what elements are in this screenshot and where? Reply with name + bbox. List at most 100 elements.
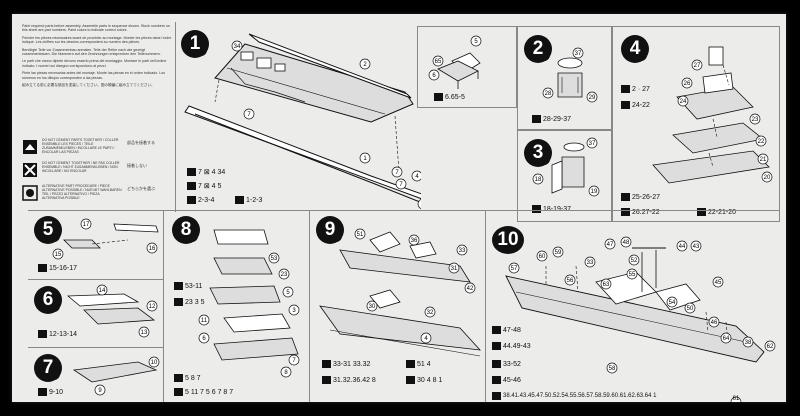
step-4-badge: 4: [621, 35, 649, 63]
intro-text: Paint required parts before assembly. As…: [22, 24, 172, 90]
callout-label: 21: [760, 157, 767, 163]
step-7-badge: 7: [34, 354, 62, 382]
callout-label: 38: [745, 340, 752, 346]
parts-list: 22-21-20: [697, 208, 736, 216]
step-8-badge: 8: [172, 216, 200, 244]
step-6-badge: 6: [34, 286, 62, 314]
callout-label: 14: [99, 288, 106, 294]
step-9-panel: 9 51 36 33 31 42 32 30 4 33-31 33.: [310, 210, 486, 402]
callout-label: 43: [693, 244, 700, 250]
callout-label: 22: [758, 139, 765, 145]
callout-label: 28: [545, 91, 552, 97]
callout-label: 11: [201, 318, 208, 324]
parts-list: 9-10: [38, 388, 63, 396]
forward-deck-drawing: 51 36 33 31 42 32 30 4: [319, 228, 482, 357]
step-1-badge: 1: [181, 30, 209, 58]
step-5-badge: 5: [34, 216, 62, 244]
instruction-sheet: Paint required parts before assembly. As…: [12, 14, 786, 402]
parts-list: 12-13-14: [38, 330, 77, 338]
symbol-legend: DO NOT CEMENT PARTS TOGETHER / COLLER EN…: [22, 138, 172, 207]
callout-label: 62: [767, 344, 774, 350]
callout-label: 53: [271, 256, 278, 262]
callout-label: 42: [467, 286, 474, 292]
callout-label: 47: [607, 242, 614, 248]
parts-list: 47-48: [492, 326, 521, 334]
callout-label: 61: [733, 396, 740, 402]
callout-label: 1: [363, 156, 367, 162]
step-10-panel: 10 57 60 59 47 48 44 43: [486, 222, 780, 402]
callout-label: 6: [432, 73, 436, 79]
step-10-badge: 10: [492, 226, 524, 254]
intro-line: Benötigte Teile vor Zusammenbau anmalen.…: [22, 47, 161, 57]
parts-list: 53-11: [174, 282, 202, 290]
callout-label: 6: [202, 336, 206, 342]
parts-list: 45-46: [492, 376, 521, 384]
callout-label: 24: [680, 99, 687, 105]
gun-deck-drawing: 14 12 13: [66, 284, 158, 338]
parts-list: 5 8 7: [174, 374, 201, 382]
legend-row: DO NOT CEMENT PARTS TOGETHER / COLLER EN…: [22, 138, 172, 158]
step-2-badge: 2: [524, 35, 552, 63]
callout-label: 46: [711, 320, 718, 326]
no-cement-icon: [23, 163, 37, 177]
callout-label: 23: [281, 272, 288, 278]
hull-drawing: 34 2 1 4 3 7 7 7: [184, 33, 421, 209]
callout-label: 52: [631, 258, 638, 264]
callout-label: 7: [395, 170, 399, 176]
step-1-panel: 1 34 2 1: [175, 22, 421, 214]
bridge-drawing: 37 28 29: [542, 47, 598, 103]
parts-list: 51 4: [406, 360, 431, 368]
callout-label: 19: [591, 189, 598, 195]
parts-list: 25-26-27: [621, 193, 660, 201]
callout-label: 29: [589, 95, 596, 101]
step-9-badge: 9: [316, 216, 344, 244]
callout-label: 8: [284, 370, 288, 376]
callout-label: 51: [357, 232, 364, 238]
parts-list: 5 11 7 5 6 7 8 7: [174, 388, 233, 396]
funnel-drawing: 5 65 6: [428, 35, 482, 89]
legend-jp: どちらかを選ぶ: [127, 186, 155, 191]
callout-label: 44: [679, 244, 686, 250]
cement-icon: [23, 140, 37, 154]
legend-text: DO NOT CEMENT TOGETHER / NE PAS COLLER E…: [42, 161, 120, 173]
step-3-badge: 3: [524, 139, 552, 167]
callout-label: 64: [723, 336, 730, 342]
parts-list: 44.49-43: [492, 342, 531, 350]
divider: [28, 210, 780, 211]
step-8-panel: 8 53 23 5 3 11 6 7 8 53-11 23 3 5: [164, 210, 310, 402]
parts-list: 33-31 33.32: [322, 360, 370, 368]
callout-label: 56: [567, 278, 574, 284]
callout-label: 45: [715, 280, 722, 286]
callout-label: 27: [694, 63, 701, 69]
tower-drawing: 37 18 19: [532, 137, 600, 197]
callout-label: 33: [587, 260, 594, 266]
step-5-panel: 5 17 15 16 15-16-17: [28, 210, 164, 280]
legend-jp: 部品を接着する: [127, 140, 155, 145]
parts-list: 23 3 5: [174, 298, 204, 306]
callout-label: 54: [669, 300, 676, 306]
deckhouse-drawing: 53 23 5 3 11 6 7 8: [198, 229, 300, 378]
parts-list: 1-2-3: [235, 196, 262, 204]
stern-drawing: 10 9: [72, 356, 160, 396]
superstructure-drawing: 27 26 24 23 22 21 20: [652, 46, 773, 184]
callout-label: 23: [752, 117, 759, 123]
parts-list: 38.41.43.45.47.50.52.54.55.56.57.58.59.6…: [492, 392, 656, 400]
parts-list: 15-16-17: [38, 264, 77, 272]
parts-list: 6.65-5: [434, 93, 465, 101]
callout-label: 13: [141, 330, 148, 336]
parts-list: 2 · 27: [621, 85, 650, 93]
callout-label: 26: [684, 81, 691, 87]
callout-label: 4: [415, 174, 419, 180]
callout-label: 59: [555, 250, 562, 256]
callout-label: 5: [474, 39, 478, 45]
callout-label: 12: [149, 304, 156, 310]
callout-label: 33: [459, 248, 466, 254]
parts-list: 26.27-22: [621, 208, 660, 216]
callout-label: 37: [575, 51, 582, 57]
parts-list: 18-19-37: [532, 205, 571, 213]
intro-line: 組み立てる前に必要な部品を塗装してください。図の順番に組み立ててください。: [22, 83, 155, 88]
callout-label: 65: [435, 59, 442, 65]
callout-label: 9: [98, 388, 102, 394]
callout-label: 57: [511, 266, 518, 272]
callout-label: 20: [764, 175, 771, 181]
